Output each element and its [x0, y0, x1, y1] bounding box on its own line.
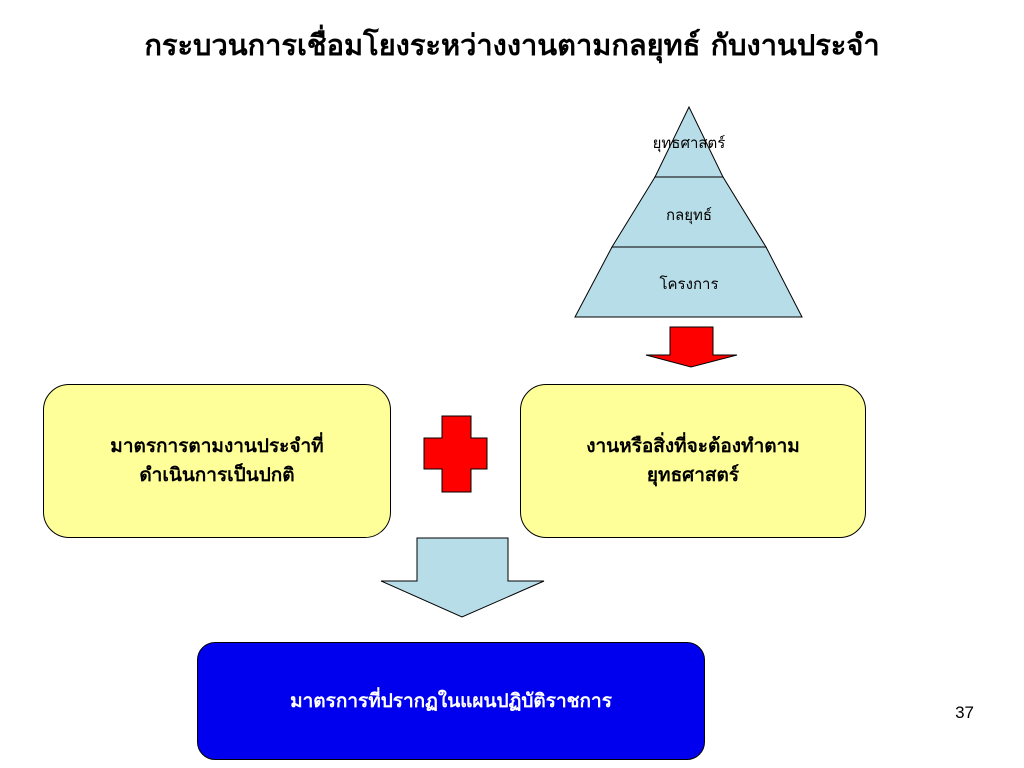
pyramid-label-tactic: กลยุทธ์ [665, 206, 713, 224]
strategic-work-text: งานหรือสิ่งที่จะต้องทำตาม ยุทธศาสตร์ [586, 435, 800, 486]
strategic-work-box: งานหรือสิ่งที่จะต้องทำตาม ยุทธศาสตร์ [520, 384, 866, 538]
page-title: กระบวนการเชื่อมโยงระหว่างงานตามกลยุทธ์ ก… [144, 28, 880, 62]
red-down-arrow [645, 326, 738, 368]
page-number: 37 [955, 703, 974, 722]
routine-work-text: มาตรการตามงานประจำที่ ดำเนินการเป็นปกติ [110, 435, 324, 486]
pyramid-label-project: โครงการ [659, 275, 719, 293]
merge-down-arrow [380, 537, 545, 618]
red-plus-sign [423, 415, 488, 493]
pyramid-tier-project [574, 246, 803, 318]
action-plan-text: มาตรการที่ปรากฏในแผนปฏิบัติราชการ [290, 689, 612, 712]
routine-work-box: มาตรการตามงานประจำที่ ดำเนินการเป็นปกติ [43, 384, 391, 538]
action-plan-box: มาตรการที่ปรากฏในแผนปฏิบัติราชการ [197, 642, 705, 760]
pyramid-label-strategy: ยุทธศาสตร์ [652, 134, 726, 152]
strategy-pyramid [574, 105, 803, 318]
